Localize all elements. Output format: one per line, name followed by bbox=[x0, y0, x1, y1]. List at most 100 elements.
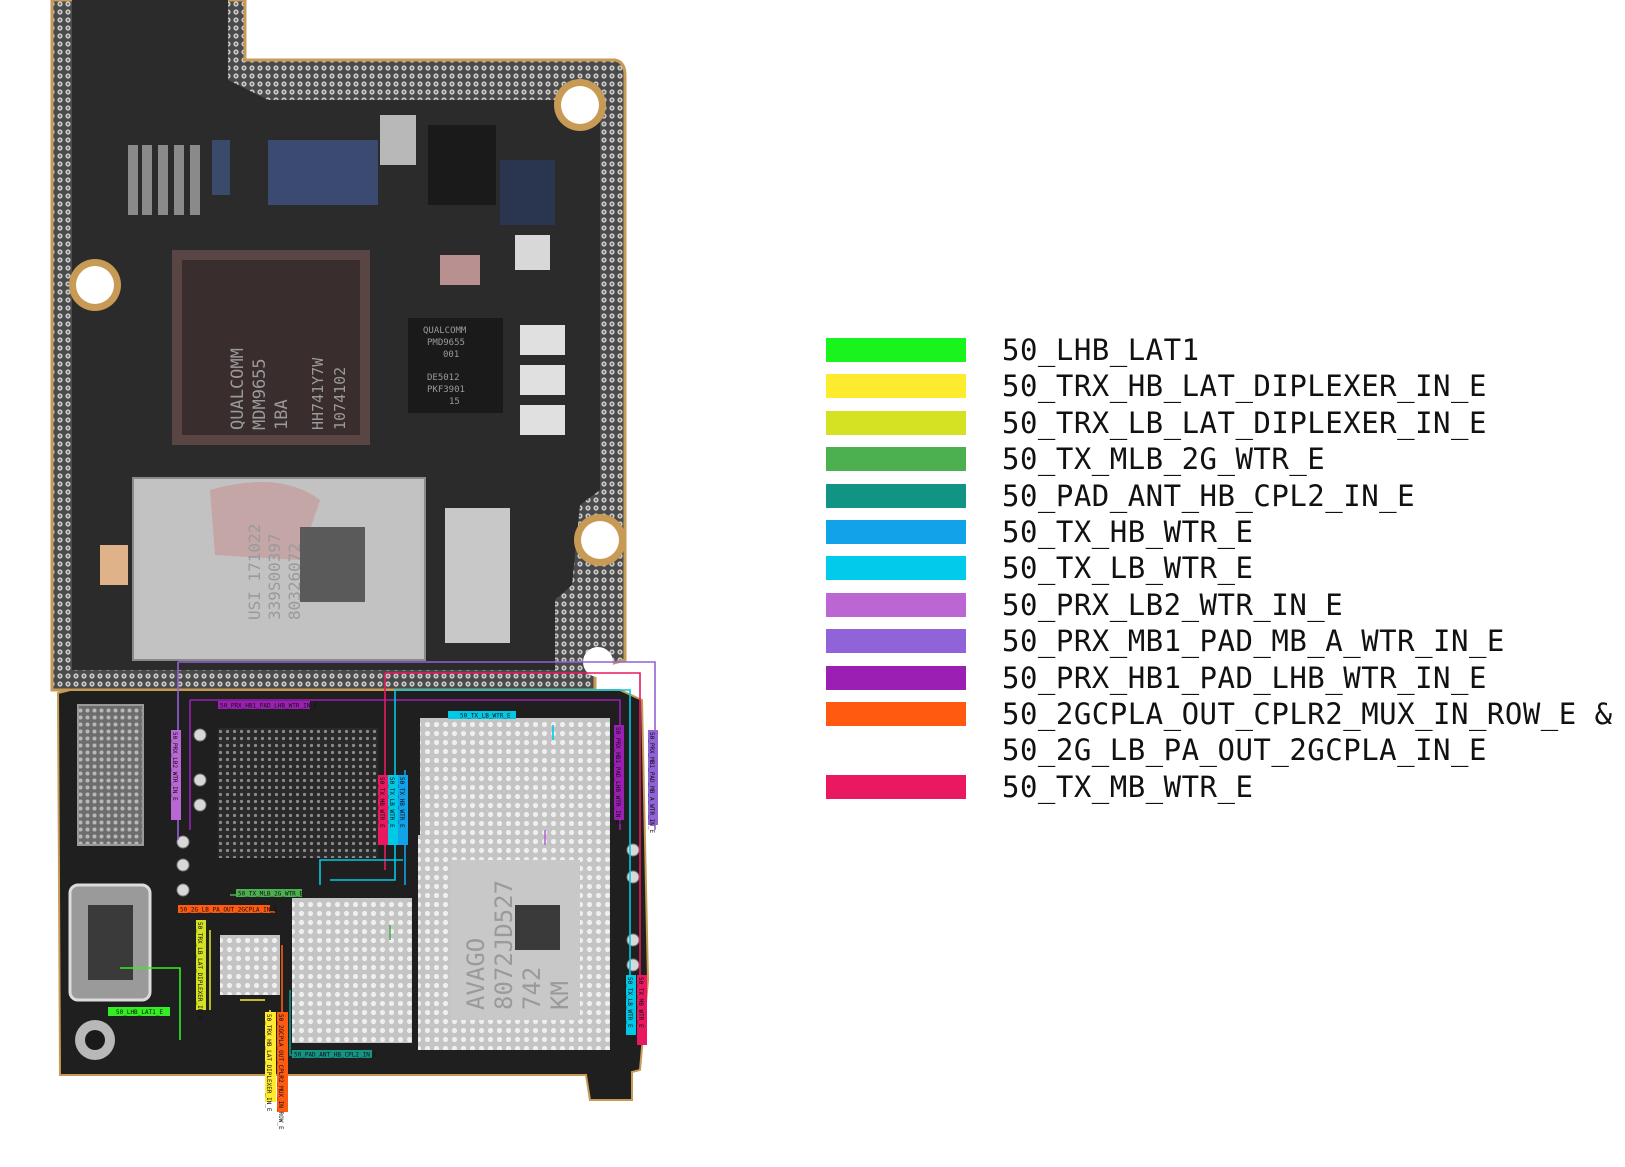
trace-tag-prx-hb1-vertical: 50_PRX_HB1_PAD_LHB_WTR_IN_E bbox=[614, 725, 624, 825]
qualcomm-pmic-chip: QUALCOMM PMD9655 001 DE5012 PKF3901 15 bbox=[408, 318, 503, 413]
legend-swatch bbox=[826, 629, 966, 654]
avago-line-1: AVAGO bbox=[462, 938, 490, 1010]
trace-tag-tx-lb: 50_TX_LB_WTR_E bbox=[448, 711, 516, 720]
trace-tag-tx-mlb: 50_TX_MLB_2G_WTR_E bbox=[236, 889, 303, 898]
legend-swatch bbox=[826, 483, 966, 508]
svg-text:50_PRX_LB2_WTR_IN_E: 50_PRX_LB2_WTR_IN_E bbox=[171, 732, 178, 801]
pmic-line-2: PMD9655 bbox=[427, 338, 465, 348]
legend-item: 50_2GCPLA_OUT_CPLR2_MUX_IN_ROW_E & bbox=[826, 697, 1616, 733]
pcb-board-image: QUALCOMM MDM9655 1BA HH741Y7W 1074102 QU… bbox=[0, 0, 700, 1167]
legend-swatch bbox=[826, 774, 966, 799]
legend-label: 50_TX_LB_WTR_E bbox=[1002, 551, 1254, 586]
legend-label: 50_PAD_ANT_HB_CPL2_IN_E bbox=[1002, 478, 1416, 513]
trace-tag-tx-lb2-vertical: 50_TX_LB_WTR_E bbox=[626, 975, 636, 1035]
pmic-line-1: QUALCOMM bbox=[423, 326, 467, 336]
qualcomm-modem-chip: QUALCOMM MDM9655 1BA HH741Y7W 1074102 bbox=[172, 250, 370, 445]
svg-text:50_TX_MB_WTR_E: 50_TX_MB_WTR_E bbox=[637, 977, 644, 1028]
small-bga-chip bbox=[220, 935, 280, 995]
legend-label: 50_PRX_HB1_PAD_LHB_WTR_IN_E bbox=[1002, 660, 1487, 695]
legend-item: 50_TRX_LB_LAT_DIPLEXER_IN_E bbox=[826, 406, 1616, 442]
signal-legend: 50_LHB_LAT1 50_TRX_HB_LAT_DIPLEXER_IN_E … bbox=[826, 333, 1616, 806]
trace-tag-tx-lb-vertical: 50_TX_LB_WTR_E bbox=[388, 775, 398, 845]
trace-tag-lb-pa: 50_2G_LB_PA_OUT_2GCPLA_IN_E bbox=[178, 905, 278, 914]
legend-label: 50_PRX_LB2_WTR_IN_E bbox=[1002, 587, 1344, 622]
trace-tag-prx-hb1: 50_PRX_HB1_PAD_LHB_WTR_IN_E bbox=[218, 701, 318, 710]
legend-label: 50_TX_HB_WTR_E bbox=[1002, 514, 1254, 549]
svg-text:50_PRX_MB1_PAD_MB_A_WTR_IN_E: 50_PRX_MB1_PAD_MB_A_WTR_IN_E bbox=[648, 732, 655, 834]
legend-item: 50_2G_LB_PA_OUT_2GCPLA_IN_E bbox=[826, 733, 1616, 769]
svg-text:50_2GCPLA_OUT_CPLR2_MUX_IN_ROW: 50_2GCPLA_OUT_CPLR2_MUX_IN_ROW_E bbox=[277, 1014, 284, 1130]
legend-item: 50_PRX_LB2_WTR_IN_E bbox=[826, 588, 1616, 624]
avago-line-2: 8072JD527 bbox=[490, 880, 518, 1010]
svg-text:50_2G_LB_PA_OUT_2GCPLA_IN_E: 50_2G_LB_PA_OUT_2GCPLA_IN_E bbox=[180, 907, 278, 914]
trace-tag-tx-hb-vertical: 50_TX_HB_WTR_E bbox=[398, 775, 408, 845]
shield-can: USI 171022 339S00397 80326072 bbox=[132, 477, 426, 661]
legend-label: 50_LHB_LAT1 bbox=[1002, 333, 1200, 367]
svg-text:50_TX_LB_WTR_E: 50_TX_LB_WTR_E bbox=[626, 977, 633, 1028]
svg-text:50_TX_LB_WTR_E: 50_TX_LB_WTR_E bbox=[388, 777, 395, 828]
legend-item: 50_TX_HB_WTR_E bbox=[826, 515, 1616, 551]
trace-tag-prx-mb1-vertical: 50_PRX_MB1_PAD_MB_A_WTR_IN_E bbox=[648, 730, 658, 834]
svg-text:50_LHB_LAT1_E: 50_LHB_LAT1_E bbox=[116, 1009, 163, 1016]
legend-swatch bbox=[826, 592, 966, 617]
legend-swatch bbox=[826, 410, 966, 435]
legend-item: 50_TRX_HB_LAT_DIPLEXER_IN_E bbox=[826, 369, 1616, 405]
legend-swatch bbox=[826, 447, 966, 472]
broadcom-chip bbox=[268, 140, 378, 205]
pcb-board-svg: QUALCOMM MDM9655 1BA HH741Y7W 1074102 QU… bbox=[50, 0, 658, 1130]
legend-label: 50_2G_LB_PA_OUT_2GCPLA_IN_E bbox=[1002, 733, 1487, 768]
legend-label: 50_TX_MB_WTR_E bbox=[1002, 769, 1254, 804]
svg-text:50_TRX_LB_LAT_DIPLEXER_IN_E: 50_TRX_LB_LAT_DIPLEXER_IN_E bbox=[196, 922, 203, 1020]
trace-tag-prx-lb2-vertical: 50_PRX_LB2_WTR_IN_E bbox=[171, 730, 181, 820]
legend-swatch bbox=[826, 338, 966, 362]
legend-label: 50_TX_MLB_2G_WTR_E bbox=[1002, 442, 1326, 477]
trace-tag-trx-hb-vertical: 50_TRX_HB_LAT_DIPLEXER_IN_E bbox=[265, 1012, 276, 1112]
legend-item: 50_TX_MLB_2G_WTR_E bbox=[826, 442, 1616, 478]
trace-tag-lhb: 50_LHB_LAT1_E bbox=[108, 1007, 170, 1016]
shield-line-1: USI 171022 bbox=[245, 524, 264, 620]
shield-line-3: 80326072 bbox=[285, 543, 304, 620]
legend-label: 50_PRX_MB1_PAD_MB_A_WTR_IN_E bbox=[1002, 624, 1505, 659]
legend-item: 50_TX_MB_WTR_E bbox=[826, 770, 1616, 806]
modem-line-3: 1BA bbox=[272, 399, 292, 430]
pa-module-top bbox=[420, 718, 610, 836]
pmic-line-3: 001 bbox=[443, 350, 459, 360]
svg-text:50_TX_MLB_2G_WTR_E: 50_TX_MLB_2G_WTR_E bbox=[238, 891, 303, 898]
svg-text:50_PRX_HB1_PAD_LHB_WTR_IN_E: 50_PRX_HB1_PAD_LHB_WTR_IN_E bbox=[220, 703, 318, 710]
legend-item: 50_LHB_LAT1 bbox=[826, 333, 1616, 369]
legend-swatch bbox=[826, 374, 966, 399]
trace-tag-tx-mb-vertical: 50_TX_MB_WTR_E bbox=[378, 775, 388, 845]
svg-text:50_TRX_HB_LAT_DIPLEXER_IN_E: 50_TRX_HB_LAT_DIPLEXER_IN_E bbox=[265, 1014, 272, 1112]
modem-line-1: QUALCOMM bbox=[228, 348, 248, 430]
legend-swatch bbox=[826, 665, 966, 690]
legend-item: 50_PRX_HB1_PAD_LHB_WTR_IN_E bbox=[826, 661, 1616, 697]
modem-line-2: MDM9655 bbox=[250, 358, 270, 430]
legend-swatch bbox=[826, 701, 966, 726]
svg-text:50_PAD_ANT_HB_CPL2_IN_E: 50_PAD_ANT_HB_CPL2_IN_E bbox=[294, 1052, 377, 1059]
avago-line-4: KM bbox=[546, 981, 574, 1010]
trace-tag-2gcpla-vertical: 50_2GCPLA_OUT_CPLR2_MUX_IN_ROW_E bbox=[277, 1012, 288, 1130]
trace-tag-pad-ant: 50_PAD_ANT_HB_CPL2_IN_E bbox=[292, 1050, 377, 1059]
legend-label: 50_TRX_HB_LAT_DIPLEXER_IN_E bbox=[1002, 369, 1487, 404]
legend-label: 50_TRX_LB_LAT_DIPLEXER_IN_E bbox=[1002, 405, 1487, 440]
modem-line-4: HH741Y7W bbox=[309, 357, 327, 430]
trace-tag-tx-mb2-vertical: 50_TX_MB_WTR_E bbox=[637, 975, 647, 1045]
mid-bga-chip bbox=[292, 898, 412, 1043]
transceiver-chip bbox=[218, 728, 378, 858]
trace-tag-trx-lb-vertical: 50_TRX_LB_LAT_DIPLEXER_IN_E bbox=[196, 920, 206, 1020]
pmic-line-4: DE5012 bbox=[427, 373, 460, 383]
pmic-line-6: 15 bbox=[449, 397, 460, 407]
legend-item: 50_PRX_MB1_PAD_MB_A_WTR_IN_E bbox=[826, 624, 1616, 660]
board-connector-top bbox=[77, 704, 144, 846]
legend-swatch bbox=[826, 519, 966, 544]
pmic-line-5: PKF3901 bbox=[427, 385, 465, 395]
modem-line-5: 1074102 bbox=[331, 367, 349, 430]
shield-line-2: 339S00397 bbox=[265, 533, 284, 620]
svg-text:50_TX_HB_WTR_E: 50_TX_HB_WTR_E bbox=[398, 777, 405, 828]
legend-swatch bbox=[826, 556, 966, 581]
legend-item: 50_PAD_ANT_HB_CPL2_IN_E bbox=[826, 479, 1616, 515]
svg-text:50_TX_MB_WTR_E: 50_TX_MB_WTR_E bbox=[378, 777, 385, 828]
legend-label: 50_2GCPLA_OUT_CPLR2_MUX_IN_ROW_E & bbox=[1002, 696, 1613, 731]
legend-swatch bbox=[826, 738, 966, 762]
svg-text:50_TX_LB_WTR_E: 50_TX_LB_WTR_E bbox=[460, 713, 511, 720]
